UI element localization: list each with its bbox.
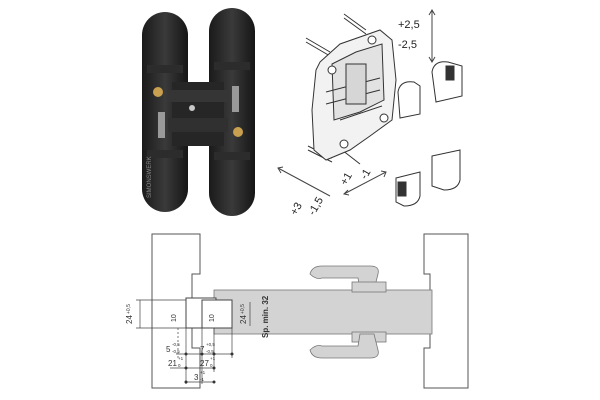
adjustment-arrows bbox=[277, 9, 436, 197]
depth-arrow bbox=[277, 167, 331, 197]
svg-text:+1: +1 bbox=[178, 356, 184, 361]
svg-text:+1: +1 bbox=[200, 370, 206, 375]
cover-cap-bottom-left bbox=[395, 171, 421, 207]
svg-text:-0,5: -0,5 bbox=[172, 342, 180, 347]
mark-left: 10 bbox=[171, 314, 178, 322]
dim-height-mid-sup: +0,5 bbox=[240, 304, 246, 314]
black-hinge-photo: SIMONSWERK bbox=[142, 8, 255, 216]
svg-text:-0,5: -0,5 bbox=[206, 349, 214, 354]
dim-height-mid: 24 bbox=[239, 315, 248, 324]
svg-text:0: 0 bbox=[178, 363, 181, 368]
depth-minus-label: -1,5 bbox=[306, 195, 326, 217]
vertical-minus-label: -2,5 bbox=[398, 39, 417, 51]
cover-cap-top-left bbox=[397, 81, 421, 119]
lateral-arrow bbox=[343, 171, 387, 195]
thickness-note: Sp. min. 32 bbox=[261, 295, 270, 338]
installation-section-drawing bbox=[136, 233, 469, 389]
dim-d4: 27 bbox=[200, 359, 209, 368]
dim-d1: 5 bbox=[166, 345, 171, 354]
frame-right bbox=[423, 233, 469, 389]
screw-top-left bbox=[305, 37, 331, 53]
dim-height-top-sup: +0,5 bbox=[126, 304, 132, 314]
svg-text:+0,5: +0,5 bbox=[206, 342, 215, 347]
svg-text:-1: -1 bbox=[200, 377, 204, 382]
dim-d5: 3 bbox=[194, 373, 199, 382]
cover-cap-bottom-right bbox=[431, 149, 461, 191]
door-leaf bbox=[213, 289, 433, 335]
door-handle-bottom bbox=[309, 333, 379, 359]
brand-engraving: SIMONSWERK bbox=[147, 156, 153, 198]
mark-right: 10 bbox=[209, 314, 216, 322]
svg-text:+1: +1 bbox=[210, 356, 216, 361]
svg-text:-0,5: -0,5 bbox=[172, 349, 180, 354]
lateral-plus-label: +1 bbox=[338, 171, 355, 188]
screw-top-right bbox=[343, 13, 367, 31]
dim-d2: 7 bbox=[200, 345, 205, 354]
dim-d3: 21 bbox=[168, 359, 177, 368]
hinge-pocket-door bbox=[201, 299, 233, 329]
svg-text:0: 0 bbox=[210, 363, 213, 368]
door-frame bbox=[151, 233, 201, 389]
dim-height-top: 24 bbox=[125, 315, 134, 324]
exploded-hinge-drawing bbox=[305, 13, 463, 207]
vertical-plus-label: +2,5 bbox=[398, 19, 420, 31]
depth-plus-label: +3 bbox=[288, 201, 305, 218]
